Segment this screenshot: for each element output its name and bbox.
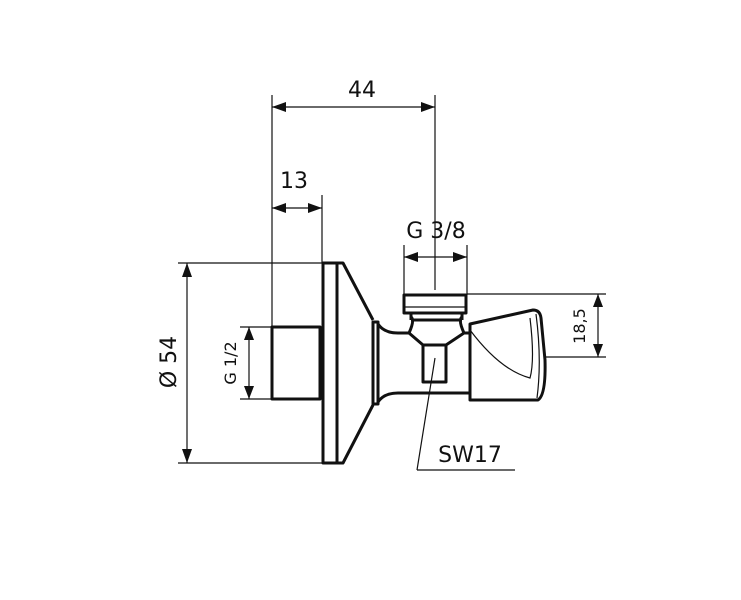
outlet-connector: [402, 293, 468, 315]
inlet-thread: [270, 325, 322, 401]
dimension-18-5: 18,5: [467, 293, 606, 358]
hex-chamfer: [408, 331, 465, 347]
dim-18-5-label: 18,5: [570, 308, 589, 344]
dimension-g12: G 1/2: [221, 326, 272, 400]
sw17-label: SW17: [438, 443, 502, 468]
flange-cone: [337, 261, 375, 465]
dim-g38-label: G 3/8: [406, 219, 465, 244]
dim-44-label: 44: [348, 78, 376, 103]
neck-ring: [371, 320, 380, 406]
dim-g12-label: G 1/2: [221, 341, 240, 384]
valve-body: [270, 261, 547, 465]
dim-54-label: Ø 54: [157, 336, 182, 388]
dimension-diameter-54: Ø 54: [157, 262, 323, 464]
spindle-hex: [421, 343, 448, 384]
dimension-44: 44: [271, 78, 436, 327]
sw17-callout: SW17: [416, 357, 515, 471]
handle: [468, 308, 547, 402]
wall-flange: [321, 261, 339, 465]
dimension-g38: G 3/8: [403, 219, 468, 295]
dim-13-label: 13: [280, 169, 308, 194]
dimension-13: 13: [272, 169, 323, 263]
handle-contour: [469, 317, 534, 379]
